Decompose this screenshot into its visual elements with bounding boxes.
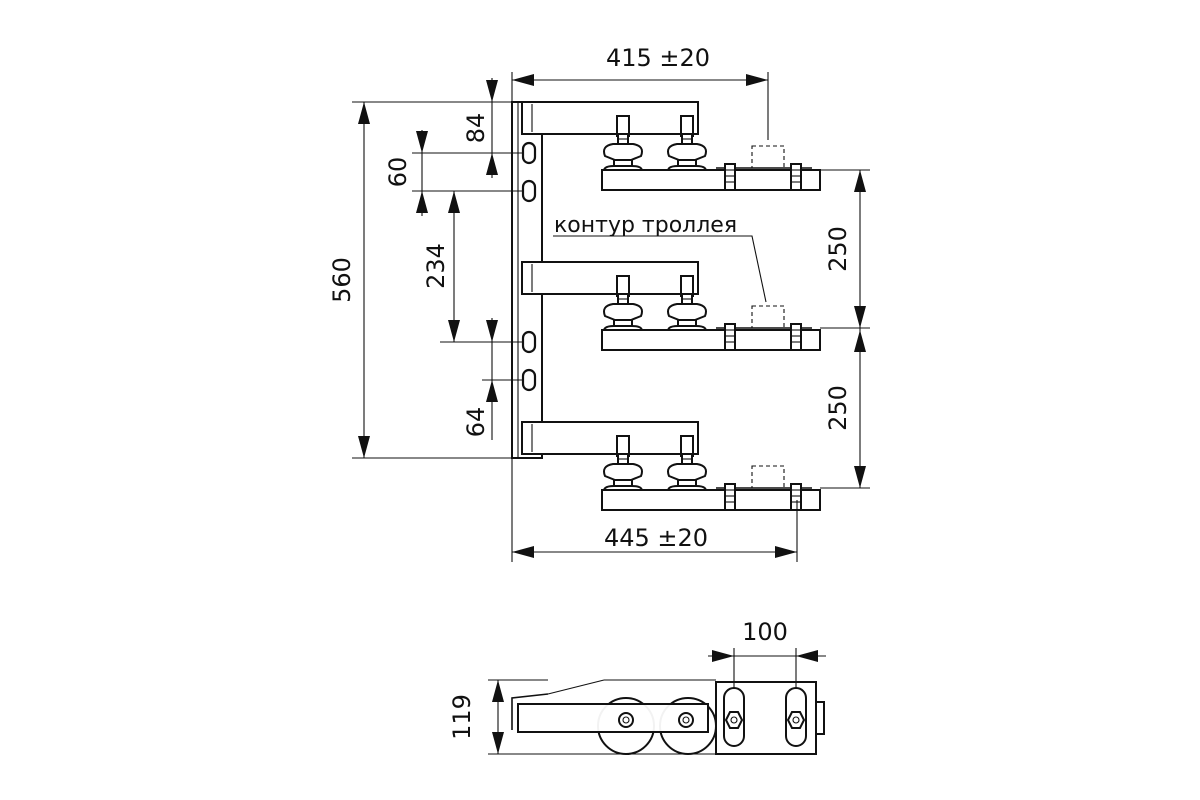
dim-slot-pitch-top: 60 bbox=[384, 157, 412, 188]
dim-plan-height: 119 bbox=[448, 694, 476, 740]
trolley-outline-label: контур троллея bbox=[554, 213, 737, 238]
bolt-head bbox=[618, 712, 634, 728]
bolt-head bbox=[678, 712, 694, 728]
dim-spacing-upper: 250 bbox=[824, 226, 852, 272]
arm-assembly-top bbox=[522, 102, 820, 190]
dim-bottom-width: 445 ±20 bbox=[604, 524, 708, 552]
trolley-leader-line bbox=[553, 235, 767, 303]
arm-assembly-bottom bbox=[522, 422, 820, 510]
mounting-slot bbox=[521, 330, 537, 354]
dim-offset-64: 64 bbox=[462, 407, 490, 438]
dim-top-width: 415 ±20 bbox=[606, 44, 710, 72]
plan-view: 100 119 bbox=[448, 618, 826, 755]
dim-overall-height: 560 bbox=[328, 257, 356, 303]
mounting-slot bbox=[521, 141, 537, 165]
dim-offset-84: 84 bbox=[462, 113, 490, 144]
dim-plan-width: 100 bbox=[742, 618, 788, 646]
dim-slot-spacing: 234 bbox=[422, 243, 450, 289]
arm-assembly-middle bbox=[522, 262, 820, 350]
mounting-slot bbox=[521, 179, 537, 203]
dim-spacing-lower: 250 bbox=[824, 385, 852, 431]
front-view: контур троллея 415 ±20 445 ±20 560 84 bbox=[328, 44, 870, 562]
mounting-slot bbox=[521, 368, 537, 392]
